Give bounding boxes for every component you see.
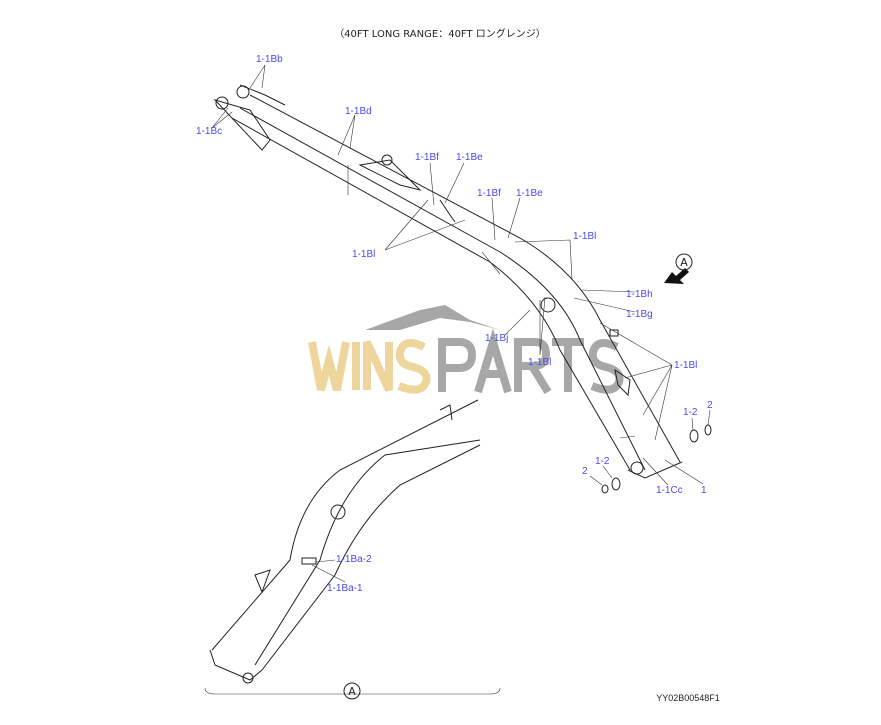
label-1-1bh: 1-1Bh — [626, 289, 653, 300]
label-1: 1 — [701, 485, 707, 496]
label-1-1bl-3: 1-1Bl — [528, 357, 551, 368]
seal-2-left — [601, 484, 609, 494]
label-1-1bl-2: 1-1Bl — [352, 249, 375, 260]
label-1-1bg: 1-1Bg — [626, 309, 653, 320]
view-marker-label: A — [680, 256, 688, 269]
detail-view-a-drawing — [204, 399, 501, 695]
detail-marker-circle — [343, 682, 361, 700]
watermark-excavator-icon — [365, 305, 500, 330]
label-1-1be-2: 1-1Be — [516, 188, 543, 199]
main-boom-drawing — [213, 84, 683, 479]
detail-marker-label: A — [348, 685, 356, 698]
drawing-code: YY02B00548F1 — [656, 693, 720, 703]
label-1-1be: 1-1Be — [456, 152, 483, 163]
view-marker-circle — [675, 253, 693, 271]
leader-lines — [211, 64, 711, 583]
view-a-arrow: A A — [343, 253, 693, 700]
label-1-1bc: 1-1Bc — [196, 126, 222, 137]
label-1-1ba-1: 1-1Ba-1 — [327, 583, 363, 594]
label-1-1bd: 1-1Bd — [345, 106, 372, 117]
label-1-1bf-2: 1-1Bf — [477, 188, 501, 199]
label-1-1cc: 1-1Cc — [656, 485, 683, 496]
label-1-1bl: 1-1Bl — [573, 231, 596, 242]
watermark-logo-lettering — [308, 328, 624, 395]
label-2-b: 2 — [582, 466, 588, 477]
label-1-1bf: 1-1Bf — [415, 152, 439, 163]
seal-2-right — [704, 424, 712, 436]
loose-parts — [601, 424, 712, 494]
watermark — [308, 305, 624, 395]
label-1-2: 1-2 — [683, 407, 698, 418]
bushing-1-2-right — [689, 429, 699, 443]
label-1-1bl-4: 1-1Bl — [674, 360, 697, 371]
label-1-1ba-2: 1-1Ba-2 — [336, 554, 372, 565]
arrow-icon — [664, 268, 689, 284]
label-1-2-b: 1-2 — [595, 456, 610, 467]
bushing-1-2-left — [611, 477, 621, 491]
diagram-title: （40FT LONG RANGE：40FT ロングレンジ） — [334, 27, 546, 40]
label-1-1bj: 1-1Bj — [485, 333, 508, 344]
label-1-1bb: 1-1Bb — [256, 54, 283, 65]
label-2: 2 — [707, 400, 713, 411]
